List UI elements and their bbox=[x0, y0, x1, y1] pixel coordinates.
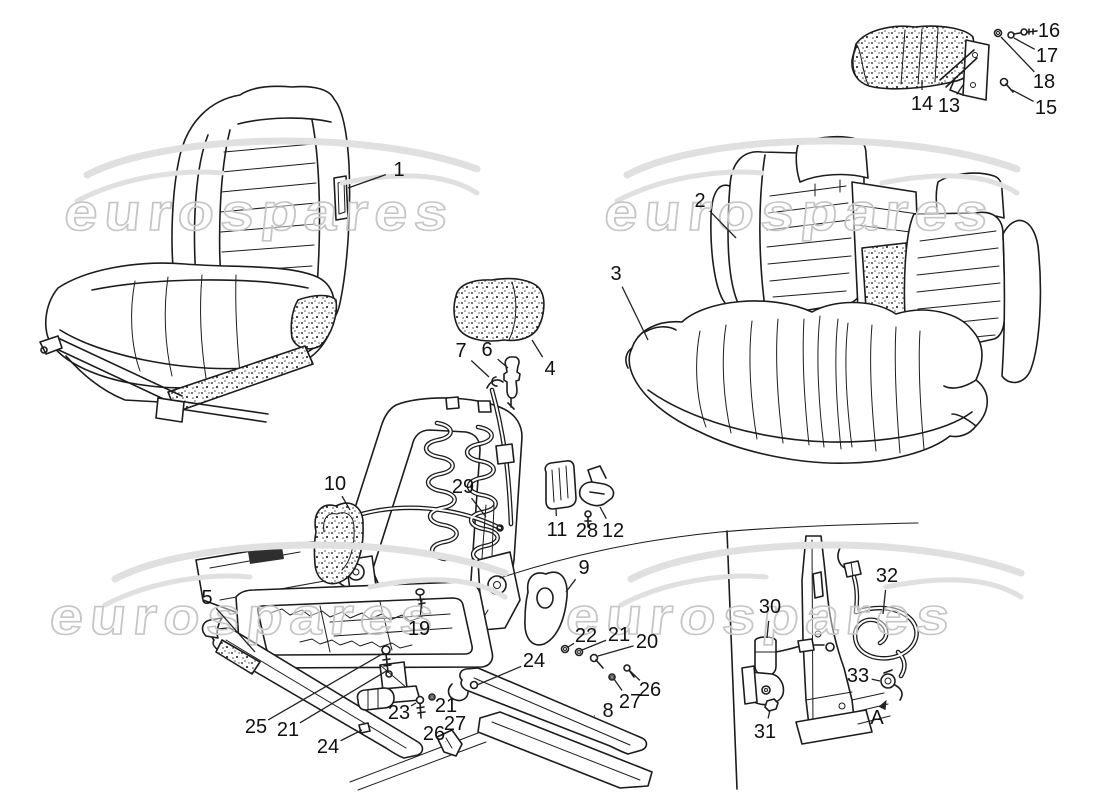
part-label-8: 8 bbox=[602, 700, 613, 722]
leader-line-24 bbox=[476, 665, 522, 686]
part-label-14: 14 bbox=[911, 93, 933, 115]
part-label-27: 27 bbox=[619, 691, 641, 713]
leader-line-A bbox=[878, 699, 887, 711]
part-label-29: 29 bbox=[452, 476, 474, 498]
part-label-21: 21 bbox=[435, 695, 457, 717]
leader-line-7 bbox=[470, 360, 490, 378]
leader-line-32 bbox=[882, 589, 887, 615]
leader-line-2 bbox=[709, 210, 737, 239]
watermark-text: eurospares bbox=[47, 588, 443, 646]
part-label-28: 28 bbox=[576, 520, 598, 542]
leader-line-33 bbox=[871, 678, 881, 682]
part-label-21: 21 bbox=[277, 719, 299, 741]
watermark-top-right: eurospares bbox=[601, 137, 1021, 243]
part-label-5: 5 bbox=[201, 587, 212, 609]
leader-line-15 bbox=[1011, 89, 1034, 103]
part-label-A: A bbox=[870, 707, 884, 729]
part-label-30: 30 bbox=[759, 596, 781, 618]
leader-line-25 bbox=[267, 652, 385, 721]
watermark-text: eurospares bbox=[62, 184, 458, 242]
part-label-19: 19 bbox=[408, 618, 430, 640]
part-label-1: 1 bbox=[393, 159, 404, 181]
leader-lines bbox=[215, 30, 1037, 743]
part-label-2: 2 bbox=[694, 190, 705, 212]
part-label-31: 31 bbox=[754, 721, 776, 743]
watermark-bottom-right: eurospares bbox=[562, 541, 1025, 647]
leader-line-30 bbox=[766, 620, 770, 639]
part-label-25: 25 bbox=[245, 716, 267, 738]
part-label-21: 21 bbox=[608, 624, 630, 646]
leader-line-5 bbox=[215, 608, 256, 653]
part-label-23: 23 bbox=[388, 702, 410, 724]
rear-seat-cushion-figure bbox=[625, 300, 989, 464]
watermark-text: eurospares bbox=[563, 588, 959, 646]
part-label-9: 9 bbox=[578, 557, 589, 579]
part-label-12: 12 bbox=[602, 520, 624, 542]
inset-separator-curve bbox=[499, 522, 919, 579]
leader-line-9 bbox=[565, 578, 577, 593]
part-label-33: 33 bbox=[847, 665, 869, 687]
leader-line-21 bbox=[299, 669, 389, 724]
leader-line-31 bbox=[767, 709, 771, 719]
part-label-26: 26 bbox=[423, 723, 445, 745]
part-label-10: 10 bbox=[324, 473, 346, 495]
leader-line-18 bbox=[1000, 36, 1035, 73]
watermark-text: eurospares bbox=[602, 184, 998, 242]
leader-line-27 bbox=[613, 678, 623, 691]
part-label-7: 7 bbox=[455, 340, 466, 362]
part-label-16: 16 bbox=[1038, 20, 1060, 42]
part-label-6: 6 bbox=[481, 339, 492, 361]
part-label-17: 17 bbox=[1036, 45, 1058, 67]
leader-line-22 bbox=[567, 642, 575, 648]
part-label-24: 24 bbox=[317, 736, 339, 758]
part-label-11: 11 bbox=[547, 519, 568, 541]
part-label-3: 3 bbox=[610, 263, 621, 285]
leader-line-10 bbox=[341, 495, 351, 511]
headrest-figure bbox=[453, 277, 545, 410]
part-label-18: 18 bbox=[1033, 71, 1055, 93]
part-label-20: 20 bbox=[636, 631, 658, 653]
part-label-22: 22 bbox=[575, 625, 597, 647]
leader-line-26 bbox=[628, 669, 641, 681]
leader-line-1 bbox=[347, 174, 387, 189]
leader-line-23 bbox=[410, 702, 417, 707]
leader-line-17 bbox=[1013, 37, 1036, 50]
leader-line-21 bbox=[581, 639, 607, 651]
watermark-top-left: eurospares bbox=[61, 137, 481, 243]
leader-line-12 bbox=[599, 506, 607, 519]
leader-line-20 bbox=[597, 645, 634, 657]
part-label-32: 32 bbox=[876, 565, 898, 587]
part-label-24: 24 bbox=[523, 650, 545, 672]
leader-line-19 bbox=[419, 598, 423, 616]
leader-line-24 bbox=[340, 729, 363, 742]
leader-line-13 bbox=[956, 84, 964, 95]
leader-line-29 bbox=[471, 497, 487, 518]
armrest-bracket-figure bbox=[851, 25, 1038, 101]
leader-line-6 bbox=[497, 358, 509, 369]
leader-line-3 bbox=[621, 286, 649, 341]
part-label-13: 13 bbox=[938, 95, 960, 117]
part-label-27: 27 bbox=[444, 713, 466, 735]
watermark-bottom-left: eurospares bbox=[46, 541, 509, 647]
part-label-15: 15 bbox=[1035, 97, 1057, 119]
part-label-26: 26 bbox=[639, 679, 661, 701]
leader-line-4 bbox=[531, 339, 544, 358]
part-label-4: 4 bbox=[544, 358, 555, 380]
front-seat-figure bbox=[39, 85, 351, 423]
inset-separator-line bbox=[726, 530, 738, 790]
seat-frame-figure bbox=[195, 379, 653, 791]
